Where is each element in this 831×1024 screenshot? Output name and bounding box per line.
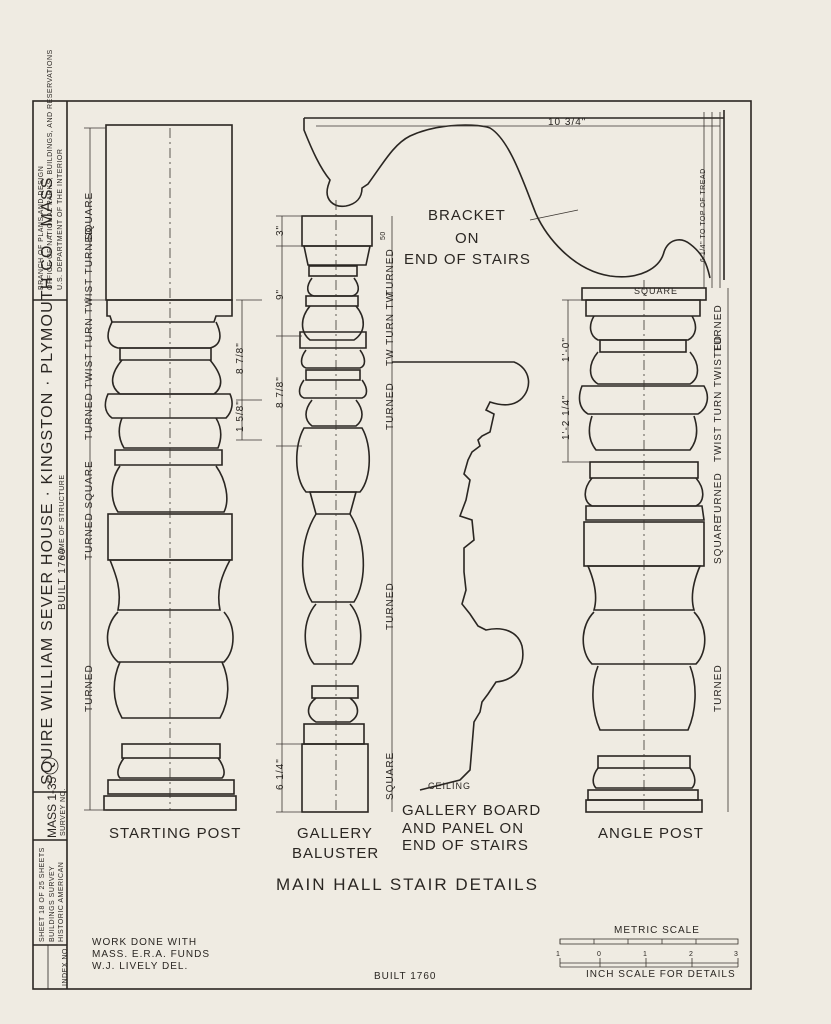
gallery-baluster-label-2: BALUSTER xyxy=(292,845,380,862)
dim-3: 3" xyxy=(275,224,286,236)
starting-post-label: STARTING POST xyxy=(109,825,242,842)
baluster-top-note: TURNED xyxy=(385,248,396,296)
dim-50: 50 xyxy=(380,231,387,240)
index-no: INDEX NO. xyxy=(62,945,69,986)
dim-6-1-4: 6 1/4" xyxy=(275,758,286,790)
dim-1-2-1-4: 1'-2 1/4" xyxy=(561,394,572,440)
baluster-square-note: SQUARE xyxy=(385,751,396,800)
angle-post xyxy=(578,287,709,813)
agency-line1: U.S. DEPARTMENT OF THE INTERIOR xyxy=(57,148,64,290)
dim-1-5-8: 1 5/8" xyxy=(235,400,246,432)
habs-line1: HISTORIC AMERICAN xyxy=(58,861,65,942)
habs-line2: BUILDINGS SURVEY xyxy=(49,865,56,942)
built-vertical: BUILT 1760 xyxy=(57,547,68,610)
dim-10-3-4: 10 3/4" xyxy=(548,117,587,128)
starting-post-mid-note: TURNED SQUARE xyxy=(84,460,95,560)
angle-bottom-note: TURNED xyxy=(713,664,724,712)
baluster-turned2-note: TURNED xyxy=(385,382,396,430)
bracket-label-2: ON xyxy=(455,230,480,247)
footer-built: BUILT 1760 xyxy=(374,971,437,982)
metric-scale-label: METRIC SCALE xyxy=(614,925,700,936)
main-title: MAIN HALL STAIR DETAILS xyxy=(276,875,539,894)
survey-no-label: SURVEY NO. xyxy=(60,788,67,836)
dim-tread: 6 1/4" TO TOP OF TREAD xyxy=(700,168,707,262)
outer-border xyxy=(32,100,752,990)
work-line1: WORK DONE WITH xyxy=(92,937,198,948)
bracket-label-1: BRACKET xyxy=(428,207,506,224)
house-name: SQUIRE WILLIAM SEVER HOUSE · KINGSTON · … xyxy=(39,176,56,785)
work-line3: W.J. LIVELY DEL. xyxy=(92,961,189,972)
baluster-bottom-note: TURNED xyxy=(385,582,396,630)
starting-post-turned-note: TURNED TWIST TURN TWIST TURNED xyxy=(84,226,95,440)
angle-square-note: SQUARE xyxy=(713,515,724,564)
survey-no: MASS 1-35 xyxy=(45,776,59,838)
angle-turned2-note: TURNED xyxy=(713,472,724,520)
scale-tick-3: 2 xyxy=(689,951,694,958)
bracket-label-3: END OF STAIRS xyxy=(404,251,531,268)
dim-8-7-8b: 8 7/8" xyxy=(275,376,286,408)
gallery-baluster xyxy=(295,215,373,813)
starting-post-bottom-note: TURNED xyxy=(84,664,95,712)
scale-tick-0: 1 xyxy=(556,951,561,958)
sheet-info: SHEET 18 OF 25 SHEETS xyxy=(39,847,46,942)
angle-post-square: SQUARE xyxy=(634,286,679,296)
gallery-board-label-2: AND PANEL ON xyxy=(402,820,525,837)
dim-1-0: 1'-0" xyxy=(561,337,572,362)
seal-mark xyxy=(41,757,59,775)
dim-8-7-8: 8 7/8" xyxy=(235,342,246,374)
baluster-twist-note: TW TURN TW xyxy=(385,291,396,366)
angle-twist-note: TWIST TURN TWISTED xyxy=(713,335,724,462)
gallery-board-label-1: GALLERY BOARD xyxy=(402,802,542,819)
dim-9: 9" xyxy=(275,288,286,300)
ceiling-label: CEILING xyxy=(428,781,472,791)
work-line2: MASS. E.R.A. FUNDS xyxy=(92,949,211,960)
gallery-baluster-label-1: GALLERY xyxy=(297,825,373,842)
angle-post-label: ANGLE POST xyxy=(598,825,704,842)
gallery-board-label-3: END OF STAIRS xyxy=(402,837,529,854)
gallery-board-profile xyxy=(392,361,530,791)
bracket-profile xyxy=(303,110,725,280)
starting-post xyxy=(103,124,237,811)
inch-scale-label: INCH SCALE FOR DETAILS xyxy=(586,969,736,980)
scale-tick-1: 0 xyxy=(597,951,602,958)
scale-tick-4: 3 xyxy=(734,951,739,958)
scale-tick-2: 1 xyxy=(643,951,648,958)
